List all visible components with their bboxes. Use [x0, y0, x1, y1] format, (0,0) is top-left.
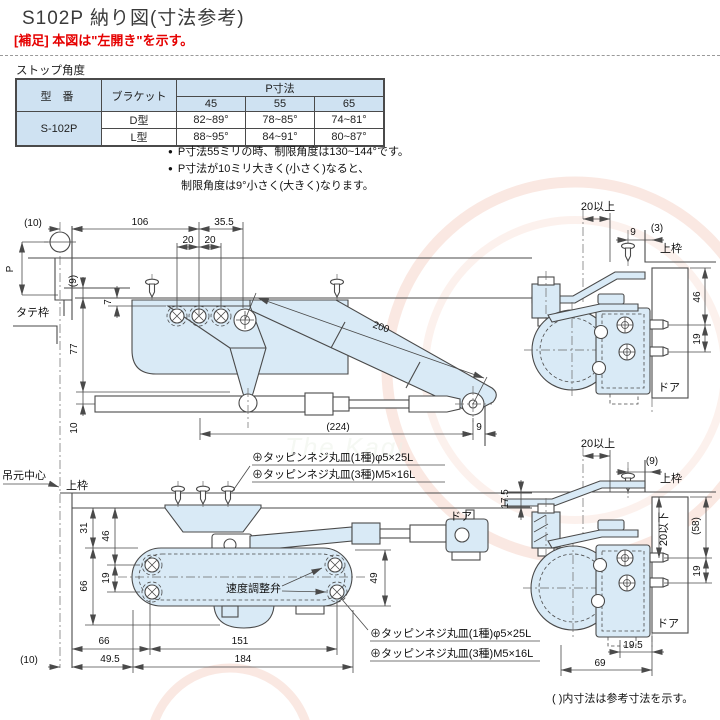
door-label: ドア [657, 618, 679, 630]
dim-label: (10) [24, 218, 42, 229]
dim-label: 19 [692, 565, 703, 577]
col-p: P寸法 [176, 78, 385, 97]
p-45: 45 [176, 96, 246, 112]
l-55: 84~91° [245, 128, 315, 147]
p-65: 65 [314, 96, 385, 112]
jamb-view: 20以上 9 (3) 上枠 46 19 ドア [524, 200, 716, 412]
dim-label: 35.5 [214, 217, 234, 228]
dim-label: 77 [69, 343, 80, 355]
note-line: ● P寸法55ミリの時、制限角度は130~144°です。 [168, 144, 409, 161]
note-text: P寸法が10ミリ大きく(小さく)なると、 [177, 163, 370, 175]
bullet-icon: ● [168, 164, 173, 173]
dim-label: (58) [691, 517, 702, 535]
note-text: P寸法55ミリの時、制限角度は130~144°です。 [177, 146, 409, 158]
front-view: (10) 106 35.5 20 20 P タテ枠 (9) 7 77 10 20… [5, 217, 532, 446]
dim-label: (3) [651, 223, 663, 234]
stop-angle-table: 型 番 ブラケット P寸法 45 55 65 S-102P D型 82~89° … [15, 78, 385, 147]
dim-label: (224) [326, 422, 349, 433]
dim-label: 106 [132, 217, 149, 228]
dim-label: 46 [692, 291, 703, 303]
dim-label: 66 [98, 636, 110, 647]
dim-label: 7 [103, 299, 114, 305]
dim-label: 20以下 [658, 512, 670, 546]
door-label: ドア [450, 511, 472, 523]
table-row: S-102P D型 82~89° 78~85° 74~81° [15, 111, 385, 147]
dim-label: (9) [68, 275, 79, 287]
bracket-d: D型 [101, 111, 177, 129]
door-view: 20以上 (9) 上枠 17.5 20以下 (58) 19 ドア 19.5 69 [500, 437, 716, 676]
stop-angle-label: ストップ角度 [16, 65, 85, 77]
table-row: L型 88~95° 84~91° 80~87° [16, 128, 385, 147]
dim-label: 9 [630, 227, 636, 238]
dim-label: 19.5 [623, 640, 643, 651]
bullet-icon: ● [168, 147, 173, 156]
dim-label: 20以上 [581, 200, 615, 213]
dim-label: (10) [20, 655, 38, 666]
dim-label: 200 [371, 320, 391, 336]
note-line: 制限角度は9°小さく(大きく)なります。 [181, 178, 409, 194]
note-line: ● P寸法が10ミリ大きく(小さく)なると、 [168, 161, 409, 178]
dim-label: 20 [182, 235, 194, 246]
divider [0, 55, 720, 56]
hinge-center-label: 吊元中心 [2, 469, 46, 482]
d-65: 74~81° [314, 111, 385, 129]
note-text: 制限角度は9°小さく(大きく)なります。 [181, 180, 374, 192]
supplement-note: [補足] 本図は"左開き"を示す。 [14, 33, 194, 48]
bracket-l: L型 [101, 128, 177, 147]
watermark-text: The Kagi [285, 432, 405, 462]
dim-label: 66 [79, 580, 90, 592]
l-65: 80~87° [314, 128, 385, 147]
screw-note: ⊕タッピンネジ丸皿(1種)φ5×25L [252, 450, 413, 464]
dim-label: 17.5 [500, 489, 511, 509]
speed-valve-label: 速度調整弁 [226, 581, 281, 595]
dim-label: 69 [594, 658, 606, 669]
plan-view: 吊元中心 上枠 ドア 31 46 19 66 49 速度調整弁 66 151 4… [2, 450, 540, 673]
page-title: S102P 納り図(寸法参考) [22, 8, 245, 29]
footer-note: ( )内寸法は参考寸法を示す。 [552, 691, 693, 705]
dim-label: 9 [476, 422, 482, 433]
top-frame-label: 上枠 [660, 241, 682, 255]
tate-frame-label: タテ枠 [16, 305, 49, 319]
dim-label: 10 [69, 422, 80, 434]
plan-view-dimensions [3, 464, 540, 673]
door-label: ドア [658, 382, 680, 394]
dim-label: 19 [692, 333, 703, 345]
front-view-dimensions [18, 222, 497, 440]
col-bracket: ブラケット [101, 78, 177, 112]
screw-note: ⊕タッピンネジ丸皿(3種)M5×16L [370, 646, 533, 660]
dim-label: 151 [232, 636, 249, 647]
stop-angle-notes: ● P寸法55ミリの時、制限角度は130~144°です。 ● P寸法が10ミリ大きく… [168, 144, 409, 194]
watermark: The Kagi [150, 176, 720, 720]
jamb-view-dimensions [582, 213, 711, 353]
dim-label: 20 [204, 235, 216, 246]
d-45: 82~89° [176, 111, 246, 129]
dim-label: 184 [235, 654, 252, 665]
dim-label: 49 [369, 572, 380, 584]
col-model: 型 番 [15, 78, 102, 112]
door-view-dimensions [508, 450, 712, 676]
p-55: 55 [245, 96, 315, 112]
dim-label: 49.5 [100, 654, 120, 665]
dim-label: 31 [79, 522, 90, 534]
model-cell: S-102P [15, 111, 102, 147]
dim-label: P [5, 265, 16, 272]
dim-label: 20以上 [581, 437, 615, 450]
dim-label: (9) [646, 456, 658, 467]
dim-label: 19 [101, 572, 112, 584]
screw-note: ⊕タッピンネジ丸皿(1種)φ5×25L [370, 626, 531, 640]
d-55: 78~85° [245, 111, 315, 129]
top-frame-label: 上枠 [660, 471, 682, 485]
top-frame-label: 上枠 [66, 478, 88, 492]
screw-note: ⊕タッピンネジ丸皿(3種)M5×16L [252, 467, 415, 481]
dim-label: 46 [101, 530, 112, 542]
